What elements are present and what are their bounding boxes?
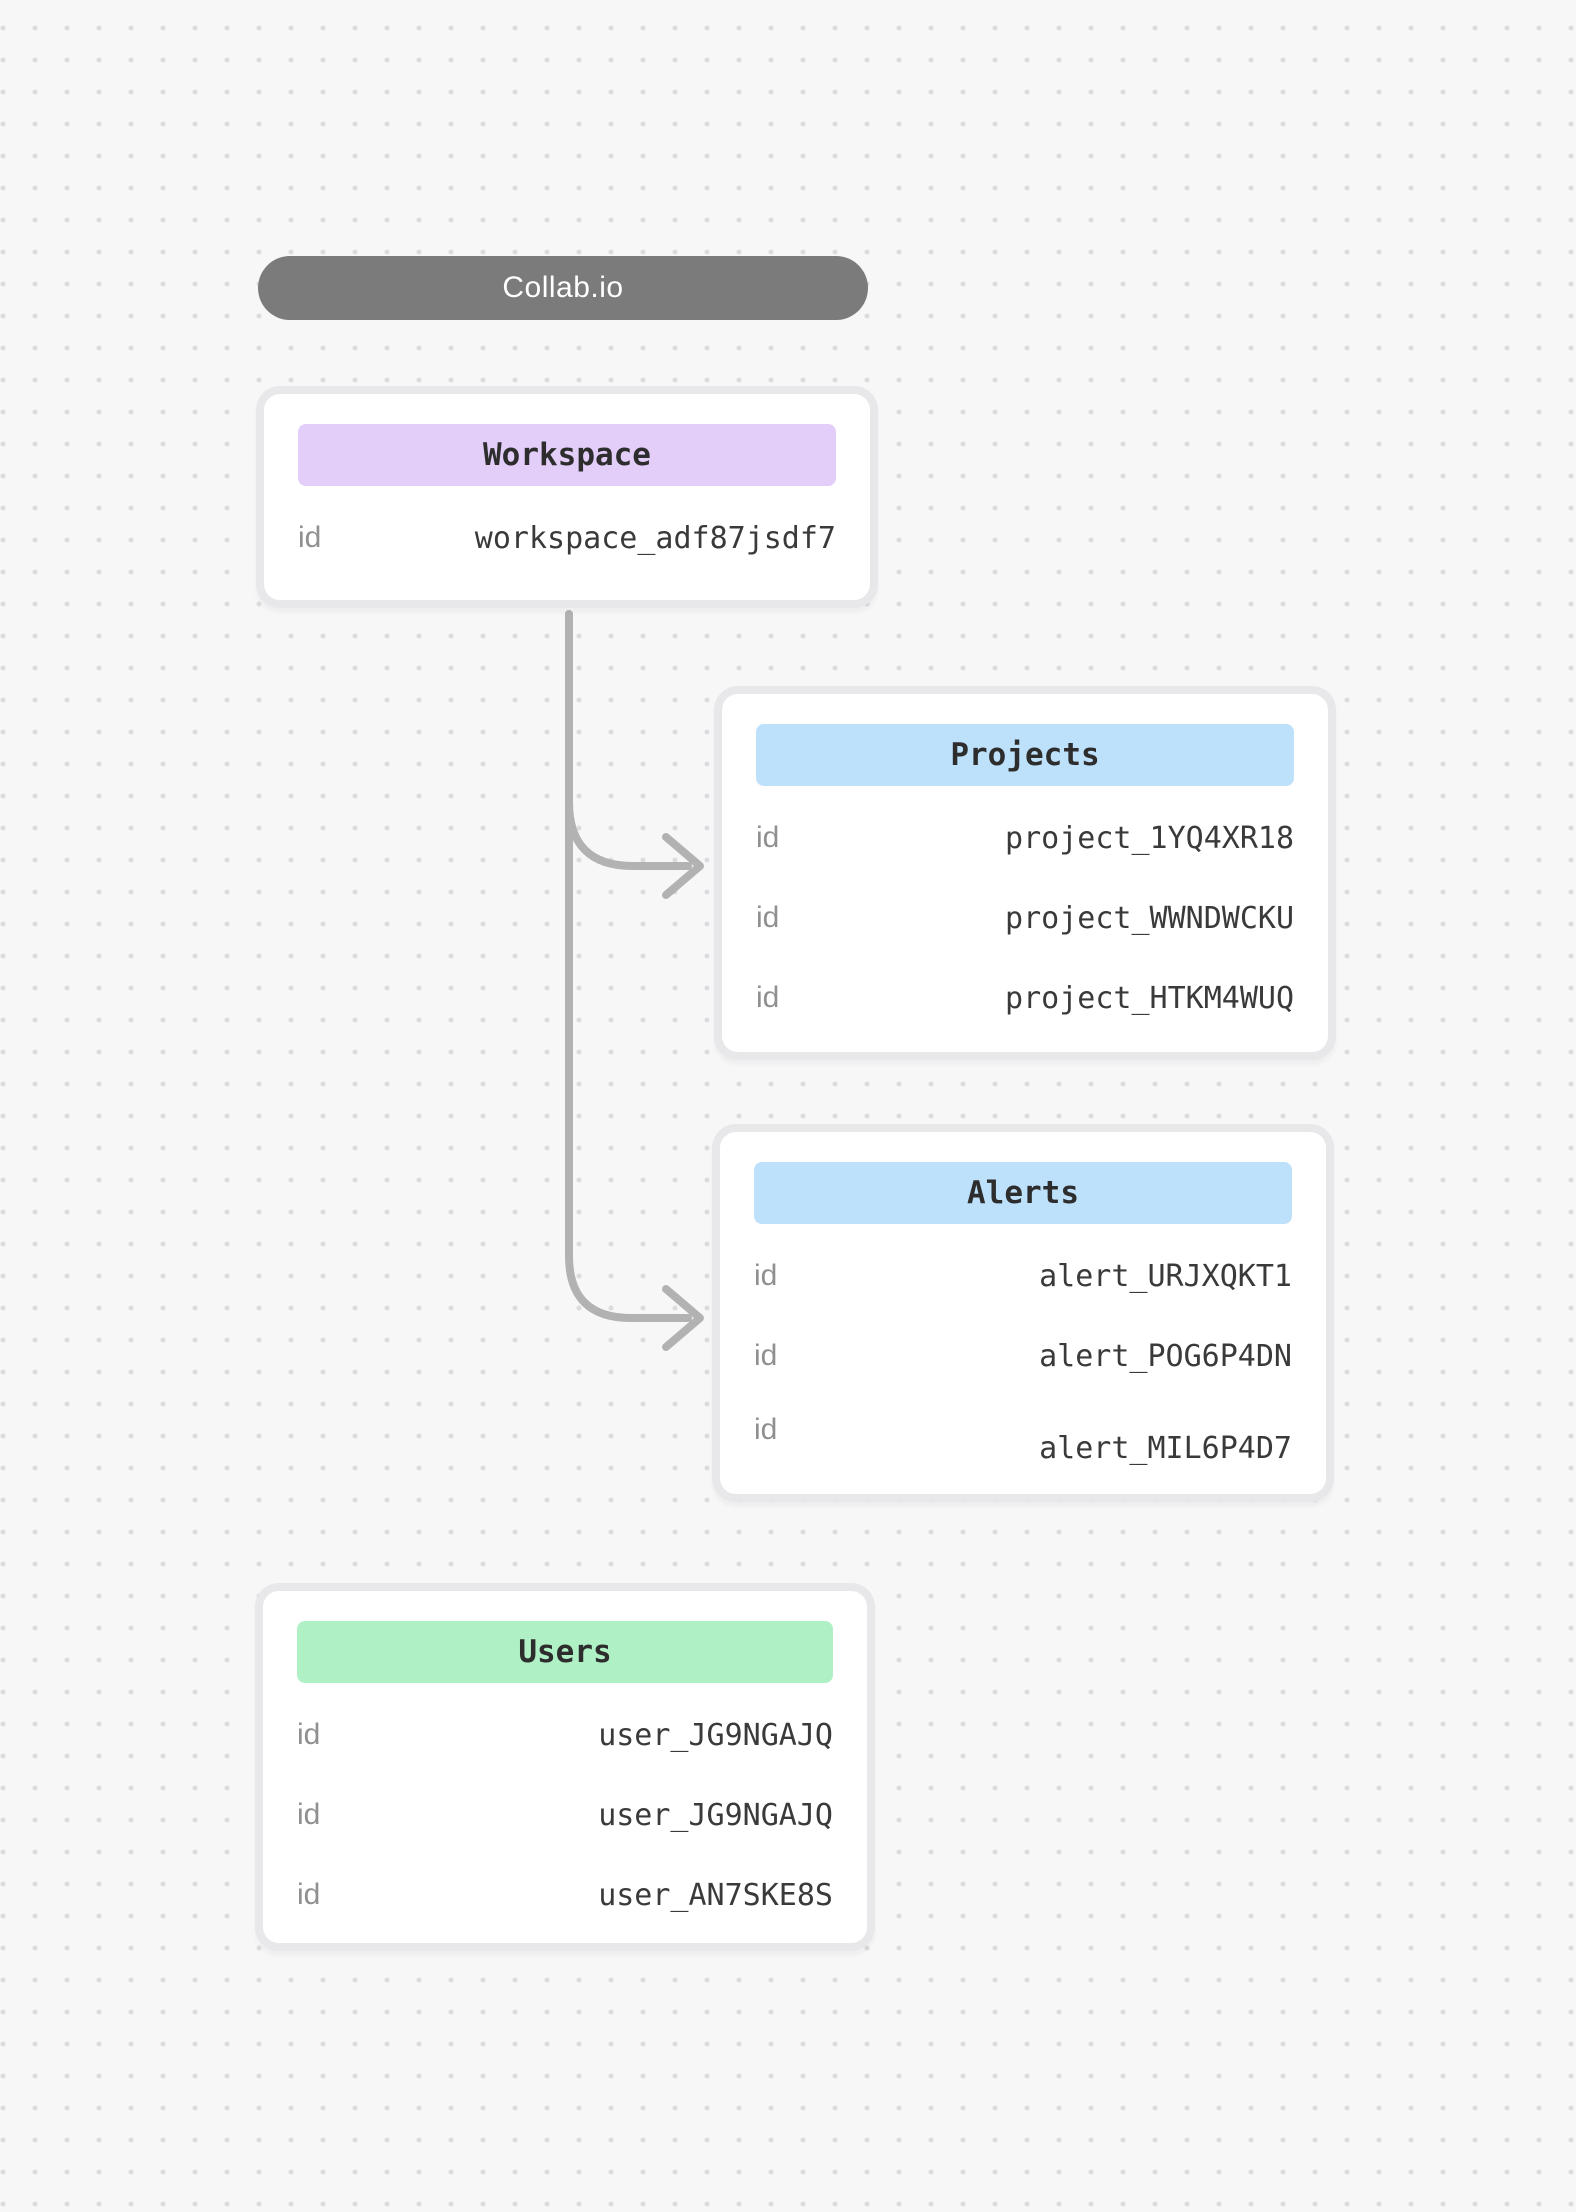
- entity-workspace-header: Workspace: [298, 424, 836, 486]
- field-label: id: [297, 1718, 321, 1751]
- entity-users-rows: id user_JG9NGAJQ id user_JG9NGAJQ id use…: [297, 1695, 833, 1935]
- field-label: id: [297, 1798, 321, 1831]
- field-value: user_AN7SKE8S: [598, 1877, 833, 1913]
- entity-projects-rows: id project_1YQ4XR18 id project_WWNDWCKU …: [756, 798, 1294, 1038]
- table-row: id user_JG9NGAJQ: [297, 1695, 833, 1775]
- field-label: id: [754, 1259, 778, 1292]
- table-row: id project_WWNDWCKU: [756, 878, 1294, 958]
- table-row: id user_AN7SKE8S: [297, 1855, 833, 1935]
- field-label: id: [754, 1413, 778, 1446]
- arrowhead-projects-icon: [662, 833, 704, 899]
- arrowhead-alerts-icon: [662, 1285, 704, 1351]
- field-value: project_1YQ4XR18: [1005, 820, 1294, 856]
- entity-workspace[interactable]: Workspace id workspace_adf87jsdf7: [256, 386, 878, 608]
- entity-projects[interactable]: Projects id project_1YQ4XR18 id project_…: [714, 686, 1336, 1060]
- connector-workspace-projects: [565, 798, 704, 899]
- connector-workspace-alerts: [565, 610, 704, 1351]
- field-label: id: [756, 981, 780, 1014]
- table-row: id alert_POG6P4DN: [754, 1316, 1292, 1396]
- table-row: id alert_MIL6P4D7: [754, 1396, 1292, 1476]
- field-label: id: [754, 1339, 778, 1372]
- entity-alerts[interactable]: Alerts id alert_URJXQKT1 id alert_POG6P4…: [712, 1124, 1334, 1502]
- entity-workspace-title: Workspace: [483, 437, 651, 473]
- entity-alerts-title: Alerts: [967, 1175, 1079, 1211]
- field-label: id: [756, 901, 780, 934]
- table-row: id project_1YQ4XR18: [756, 798, 1294, 878]
- entity-alerts-rows: id alert_URJXQKT1 id alert_POG6P4DN id a…: [754, 1236, 1292, 1476]
- table-row: id project_HTKM4WUQ: [756, 958, 1294, 1038]
- entity-users[interactable]: Users id user_JG9NGAJQ id user_JG9NGAJQ …: [255, 1583, 875, 1951]
- entity-users-title: Users: [518, 1634, 612, 1670]
- entity-projects-header: Projects: [756, 724, 1294, 786]
- field-value: workspace_adf87jsdf7: [474, 520, 836, 556]
- field-value: alert_URJXQKT1: [1039, 1258, 1292, 1294]
- field-value: project_WWNDWCKU: [1005, 900, 1294, 936]
- entity-projects-title: Projects: [950, 737, 1100, 773]
- table-row: id workspace_adf87jsdf7: [298, 498, 836, 578]
- diagram-title: Collab.io: [502, 271, 624, 304]
- field-value: project_HTKM4WUQ: [1005, 980, 1294, 1016]
- entity-users-header: Users: [297, 1621, 833, 1683]
- table-row: id user_JG9NGAJQ: [297, 1775, 833, 1855]
- field-value: alert_POG6P4DN: [1039, 1338, 1292, 1374]
- table-row: id alert_URJXQKT1: [754, 1236, 1292, 1316]
- field-value: user_JG9NGAJQ: [598, 1797, 833, 1833]
- entity-alerts-header: Alerts: [754, 1162, 1292, 1224]
- field-label: id: [297, 1878, 321, 1911]
- field-label: id: [756, 821, 780, 854]
- entity-workspace-rows: id workspace_adf87jsdf7: [298, 498, 836, 578]
- field-value: user_JG9NGAJQ: [598, 1717, 833, 1753]
- field-label: id: [298, 521, 322, 554]
- diagram-title-pill[interactable]: Collab.io: [258, 256, 868, 320]
- field-value: alert_MIL6P4D7: [1039, 1430, 1292, 1466]
